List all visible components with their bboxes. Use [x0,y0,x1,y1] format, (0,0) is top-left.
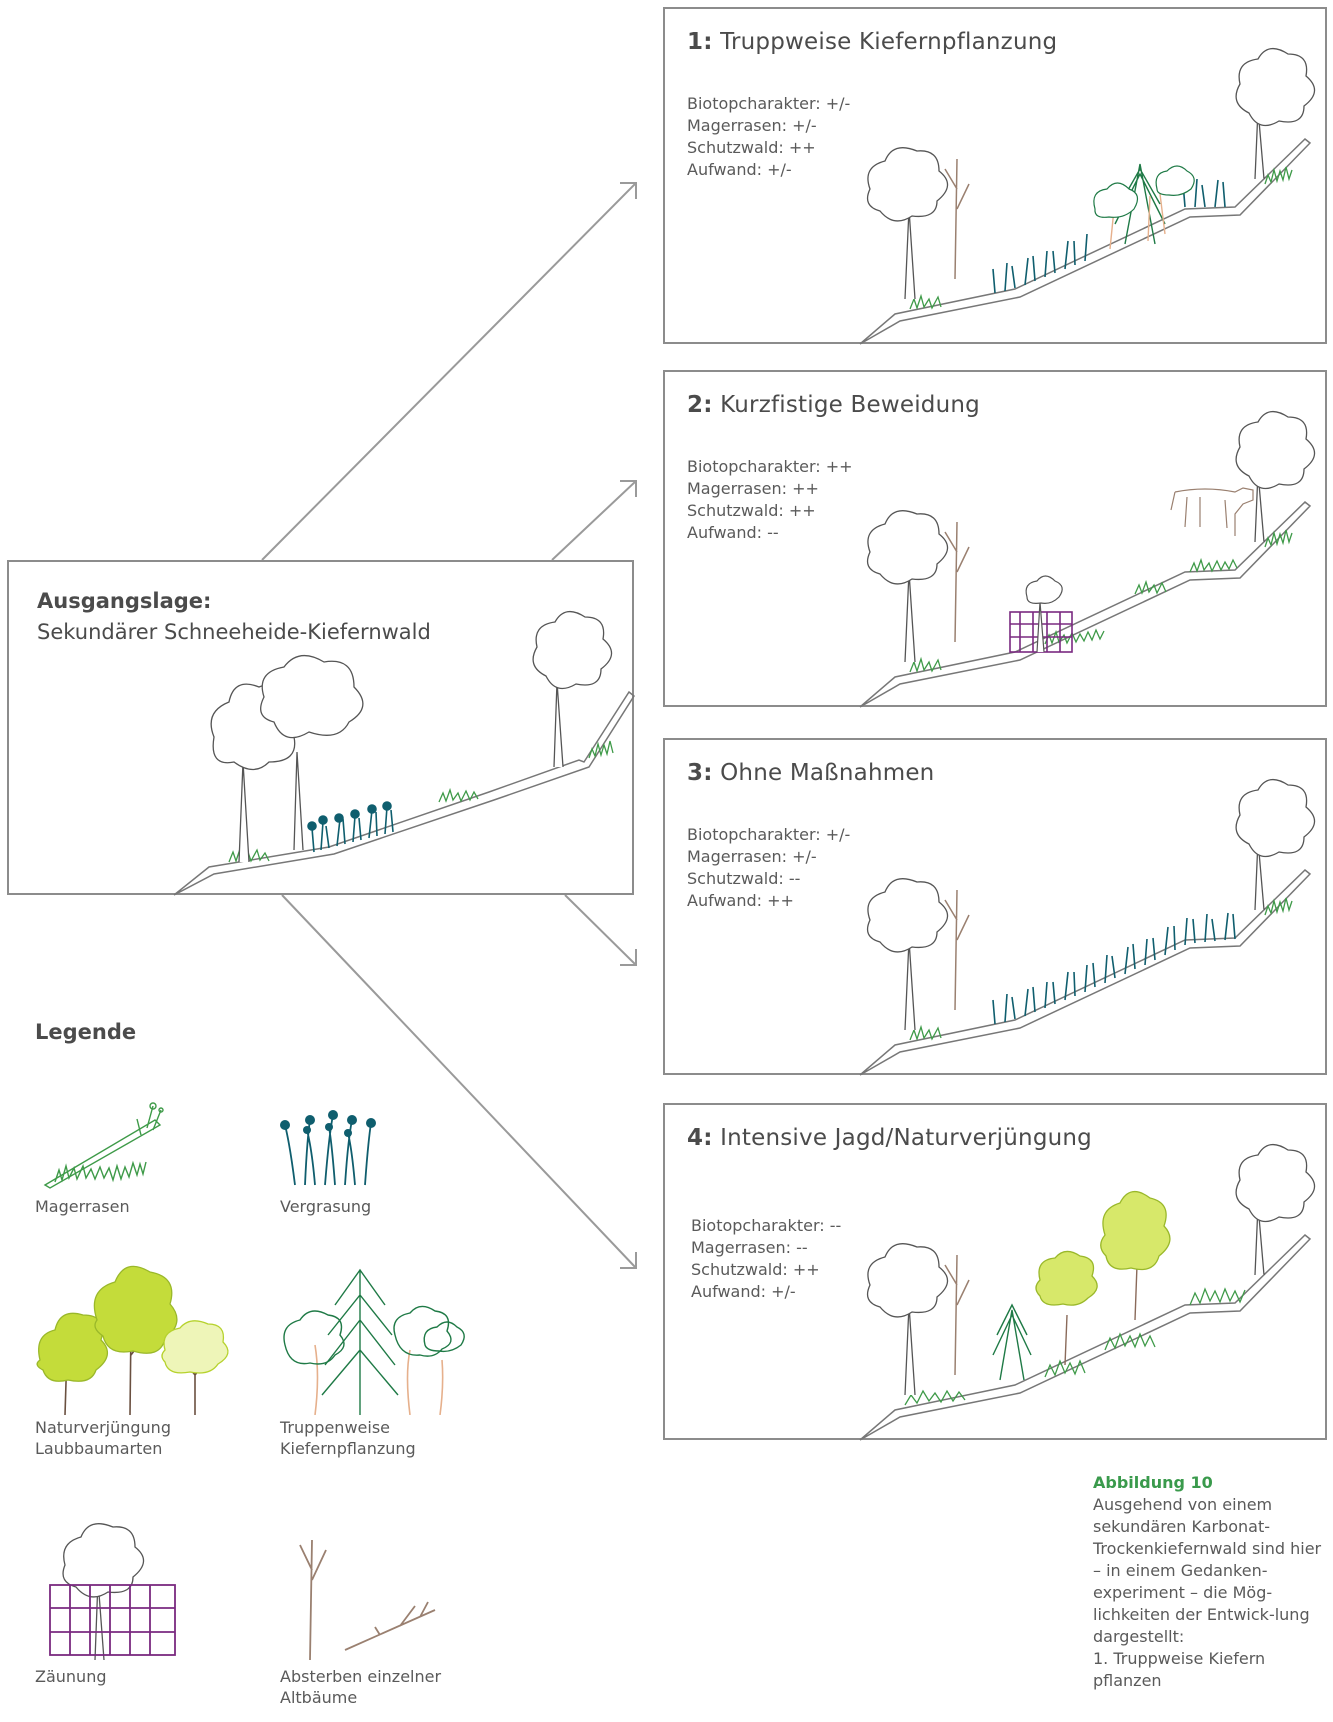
rating-aufwand: Aufwand: +/- [691,1282,796,1301]
scene-3 [859,778,1316,1076]
rating-biotop: Biotopcharakter: -- [691,1216,842,1235]
legend-label-zaeunung: Zäunung [35,1667,107,1686]
magerrasen-icon [43,1102,164,1189]
arrow-to-scenario-3 [564,894,637,966]
ratings-1: Biotopcharakter: +/- Magerrasen: +/- Sch… [687,93,850,181]
rating-magerrasen: Magerrasen: +/- [687,847,817,866]
scenario-num-2: 2: [687,392,713,418]
start-title-text: Sekundärer Schneeheide-Kiefernwald [37,620,431,644]
scenario-box-3: 3: Ohne Maßnahmen Biotopcharakter: +/- M… [663,738,1327,1076]
rating-schutzwald: Schutzwald: -- [687,869,801,888]
laubbaum-icon [36,1265,229,1416]
scenario-num-1: 1: [687,29,713,55]
ratings-4: Biotopcharakter: -- Magerrasen: -- Schut… [691,1215,841,1303]
legend-label-laubbaum: Naturverjüngung Laubbaumarten [35,1418,171,1458]
scene-1 [859,47,1316,345]
caption-text: Ausgehend von einem sekundären Karbonat-… [1093,1495,1322,1646]
scenario-num-4: 4: [687,1125,713,1151]
legend-laubbaum: Naturverjüngung Laubbaumarten [35,1265,235,1458]
legend-kiefer: Truppenweise Kiefernpflanzung [280,1265,480,1458]
rating-magerrasen: Magerrasen: +/- [687,116,817,135]
rating-schutzwald: Schutzwald: ++ [687,138,816,157]
scenario-name-4: Intensive Jagd/Naturverjüngung [720,1125,1092,1151]
scenario-name-1: Truppweise Kiefernpflanzung [720,29,1058,55]
arrow-to-scenario-1 [261,182,637,561]
legend-altbaum: Absterben einzelner Altbäume [280,1520,480,1707]
scenario-box-4: 4: Intensive Jagd/Naturverjüngung Biotop… [663,1103,1327,1441]
scenario-title-2: 2: Kurzfistige Beweidung [687,392,980,418]
ratings-3: Biotopcharakter: +/- Magerrasen: +/- Sch… [687,824,850,912]
start-title: Ausgangslage: Sekundärer Schneeheide-Kie… [37,586,431,648]
rating-aufwand: Aufwand: +/- [687,160,792,179]
vergrasung-patch [307,801,394,853]
vergrasung-icon [280,1110,376,1186]
rating-aufwand: Aufwand: ++ [687,891,794,910]
legend-label-kiefer: Truppenweise Kiefernpflanzung [280,1418,416,1458]
scenario-name-3: Ohne Maßnahmen [720,760,935,786]
legend-zaeunung: Zäunung [35,1520,235,1695]
rating-schutzwald: Schutzwald: ++ [687,501,816,520]
rating-schutzwald: Schutzwald: ++ [691,1260,820,1279]
start-title-bold: Ausgangslage: [37,589,212,613]
scenario-title-1: 1: Truppweise Kiefernpflanzung [687,29,1057,55]
cow [1170,487,1254,536]
rating-aufwand: Aufwand: -- [687,523,779,542]
legend-label-vergrasung: Vergrasung [280,1197,372,1216]
altbaum-trees [210,610,613,863]
scenario-box-2: 2: Kurzfistige Beweidung Biotopcharakter… [663,370,1327,708]
legend-label-magerrasen: Magerrasen [35,1197,130,1216]
arrow-to-scenario-2 [551,480,637,561]
scenario-num-3: 3: [687,760,713,786]
scenario-box-1: 1: Truppweise Kiefernpflanzung Biotopcha… [663,7,1327,345]
scenario-title-3: 3: Ohne Maßnahmen [687,760,934,786]
scene-4 [859,1143,1316,1441]
legend-title: Legende [35,1020,137,1044]
scene-2 [859,410,1316,708]
start-box: Ausgangslage: Sekundärer Schneeheide-Kie… [7,560,635,896]
rating-biotop: Biotopcharakter: ++ [687,457,853,476]
figure-caption: Abbildung 10 Ausgehend von einem sekundä… [1093,1472,1333,1692]
caption-list-item: 1. Truppweise Kiefern pflanzen [1093,1649,1266,1690]
arrow-to-scenario-4 [281,894,637,1269]
ratings-2: Biotopcharakter: ++ Magerrasen: ++ Schut… [687,456,853,544]
start-scene [173,610,635,896]
rating-magerrasen: Magerrasen: ++ [687,479,819,498]
scenario-title-4: 4: Intensive Jagd/Naturverjüngung [687,1125,1092,1151]
rating-magerrasen: Magerrasen: -- [691,1238,808,1257]
kiefer-icon [283,1268,465,1416]
rating-biotop: Biotopcharakter: +/- [687,825,851,844]
legend-magerrasen: Magerrasen [35,1100,235,1230]
rating-biotop: Biotopcharakter: +/- [687,94,851,113]
legend-vergrasung: Vergrasung [280,1100,480,1230]
altbaum-icon [299,1539,436,1661]
scenario-name-2: Kurzfistige Beweidung [720,392,980,418]
legend-label-altbaum: Absterben einzelner Altbäume [280,1667,442,1707]
caption-title: Abbildung 10 [1093,1473,1213,1492]
zaun-icon [49,1523,176,1661]
